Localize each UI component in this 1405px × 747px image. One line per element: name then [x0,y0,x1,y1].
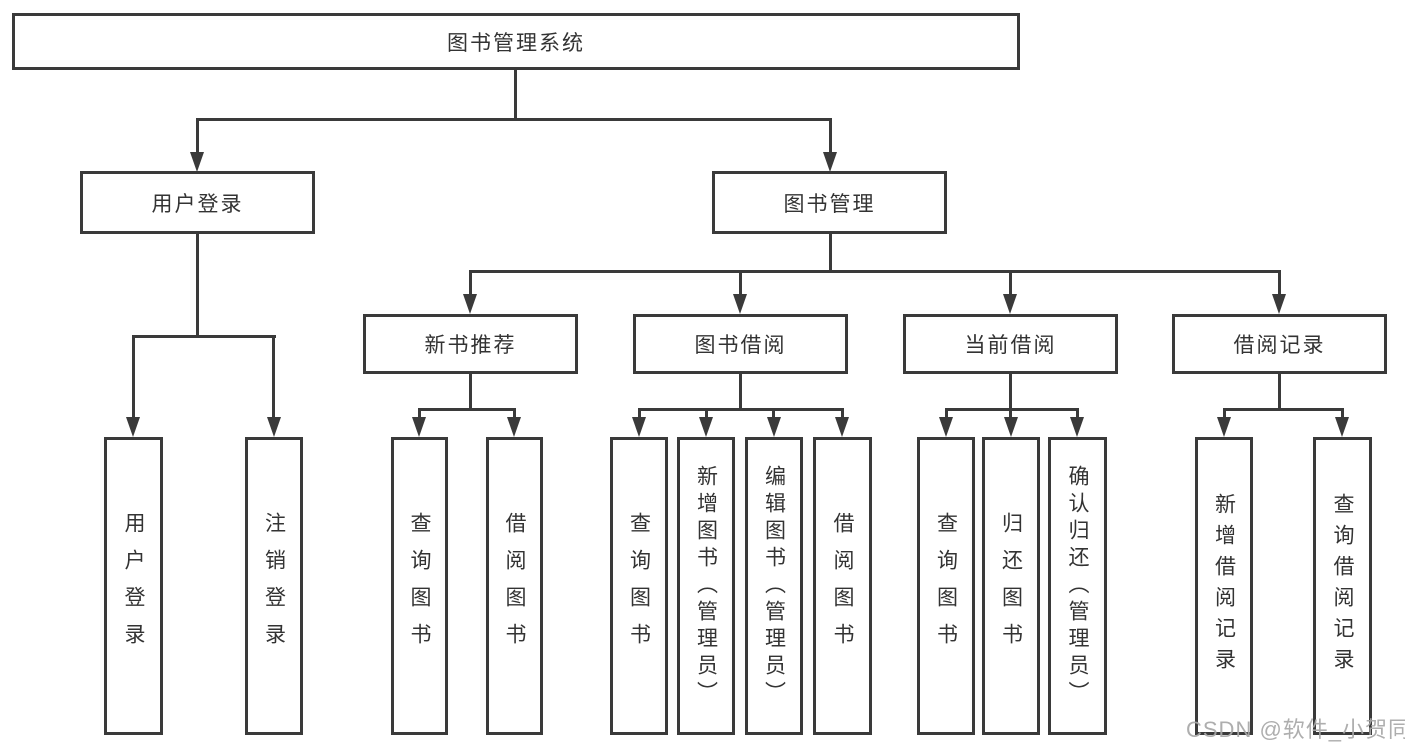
arrow-down-icon [632,417,646,437]
leaf-query-books-recommend-label: 查询图书 [408,512,431,660]
arrow-down-icon [939,417,953,437]
arrow-down-icon [699,417,713,437]
leaf-query-books-borrow: 查询图书 [610,437,668,735]
connector [1009,408,1012,419]
leaf-add-borrow-record-label: 新增借阅记录 [1212,493,1236,679]
leaf-confirm-return-admin: 确认归还（管理员） [1048,437,1107,735]
leaf-borrow-books: 借阅图书 [813,437,872,735]
arrow-down-icon [823,152,837,172]
arrow-down-icon [1004,417,1018,437]
arrow-down-icon [767,417,781,437]
connector [132,335,135,418]
node-new-book-recommend: 新书推荐 [363,314,578,374]
leaf-query-books-borrow-label: 查询图书 [627,512,651,660]
connector [272,335,275,418]
leaf-return-books: 归还图书 [982,437,1040,735]
arrow-down-icon [267,417,281,437]
connector [829,118,832,154]
connector [945,408,1079,411]
leaf-borrow-books-recommend-label: 借阅图书 [503,512,526,660]
connector [418,408,516,411]
connector [1341,408,1344,419]
leaf-logout-label: 注销登录 [262,512,286,660]
node-borrow-records-label: 借阅记录 [1233,334,1326,357]
connector [945,408,948,419]
node-book-management-label: 图书管理 [783,192,876,216]
node-book-borrow-label: 图书借阅 [694,334,787,357]
arrow-down-icon [463,294,477,314]
connector [705,408,708,419]
connector [829,234,832,273]
leaf-query-borrow-record: 查询借阅记录 [1313,437,1372,735]
arrow-down-icon [1070,417,1084,437]
connector [638,408,844,411]
node-root-label: 图书管理系统 [447,31,585,55]
node-borrow-records: 借阅记录 [1172,314,1387,374]
node-current-borrow-label: 当前借阅 [964,334,1057,357]
leaf-borrow-books-label: 借阅图书 [831,512,854,660]
arrow-down-icon [507,417,521,437]
leaf-add-book-admin-label: 新增图书（管理员） [694,464,718,708]
connector [196,234,199,337]
leaf-add-book-admin: 新增图书（管理员） [677,437,735,735]
connector [1076,408,1079,419]
arrow-down-icon [412,417,426,437]
node-user-login-label: 用户登录 [151,192,244,216]
connector [132,335,276,338]
arrow-down-icon [1335,417,1349,437]
connector [1009,374,1012,410]
arrow-down-icon [1272,294,1286,314]
leaf-edit-book-admin: 编辑图书（管理员） [745,437,803,735]
leaf-user-login-label: 用户登录 [122,512,145,660]
leaf-query-books-recommend: 查询图书 [391,437,448,735]
connector [514,70,517,120]
connector [196,118,199,154]
connector [196,118,832,121]
leaf-user-login: 用户登录 [104,437,163,735]
leaf-add-borrow-record: 新增借阅记录 [1195,437,1253,735]
connector [418,408,421,419]
node-new-book-recommend-label: 新书推荐 [424,334,517,357]
connector [1223,408,1226,419]
leaf-edit-book-admin-label: 编辑图书（管理员） [762,464,786,708]
connector [469,374,472,410]
arrow-down-icon [190,152,204,172]
node-root: 图书管理系统 [12,13,1020,70]
leaf-borrow-books-recommend: 借阅图书 [486,437,543,735]
connector [638,408,641,419]
arrow-down-icon [733,294,747,314]
node-book-borrow: 图书借阅 [633,314,848,374]
arrow-down-icon [835,417,849,437]
leaf-logout: 注销登录 [245,437,303,735]
connector [513,408,516,419]
leaf-query-borrow-record-label: 查询借阅记录 [1331,493,1354,679]
connector [469,270,472,296]
node-current-borrow: 当前借阅 [903,314,1118,374]
node-user-login: 用户登录 [80,171,315,234]
leaf-return-books-label: 归还图书 [999,512,1023,660]
arrow-down-icon [126,417,140,437]
connector [739,374,742,410]
connector [1009,270,1012,296]
csdn-watermark: CSDN @软件_小贺同学 [1186,717,1405,742]
arrow-down-icon [1217,417,1231,437]
connector [1278,374,1281,410]
connector [739,270,742,296]
arrow-down-icon [1003,294,1017,314]
connector [772,408,775,419]
leaf-query-books-current: 查询图书 [917,437,975,735]
leaf-confirm-return-admin-label: 确认归还（管理员） [1066,464,1089,708]
leaf-query-books-current-label: 查询图书 [934,512,958,660]
node-book-management: 图书管理 [712,171,947,234]
connector [1223,408,1344,411]
connector [469,270,1281,273]
connector [1278,270,1281,296]
connector [841,408,844,419]
